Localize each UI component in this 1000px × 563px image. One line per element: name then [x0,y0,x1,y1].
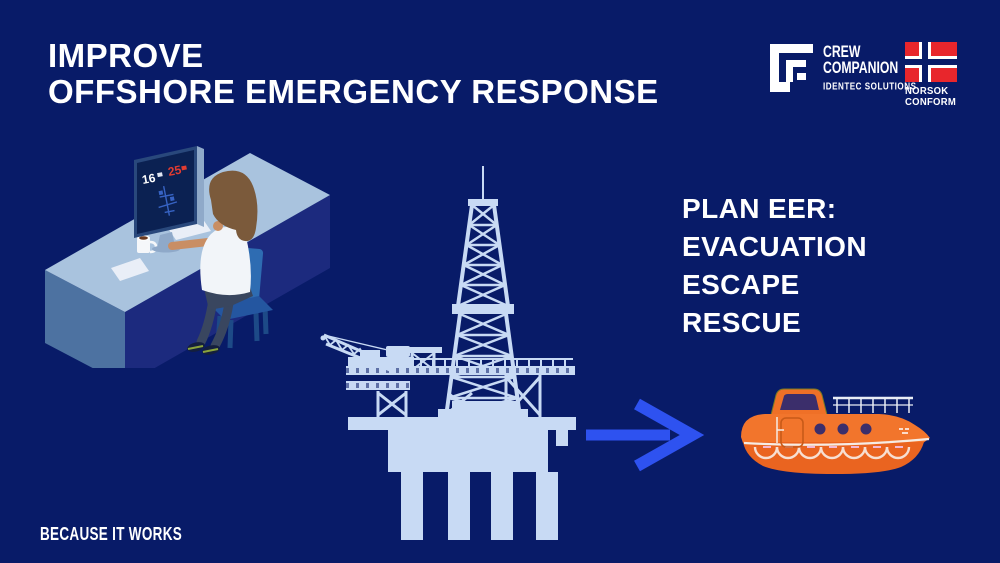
norsok-label: NORSOK CONFORM [905,86,962,108]
operator-woman [168,170,258,355]
flag-navy-horizontal [905,59,957,65]
derrick-upper [456,204,510,308]
plan-line-2: EVACUATION [682,231,867,262]
plan-eer-text: PLAN EER: EVACUATION ESCAPE RESCUE [682,190,867,342]
lifeboat-cockpit [770,388,828,416]
brand-name-line2: COMPANION [823,58,899,77]
crew-companion-logo: CREW COMPANION IDENTEC SOLUTIONS [770,42,917,93]
norsok-line1: NORSOK [905,86,949,97]
woman-hair [209,170,258,242]
crew-companion-text: CREW COMPANION IDENTEC SOLUTIONS [823,42,917,93]
tagline: BECAUSE IT WORKS [40,523,183,544]
flow-arrow-icon [586,398,705,472]
lifeboat-portholes [814,423,872,435]
lifeboat-bow-markings [899,428,909,434]
rig-solid-parts [346,199,576,540]
monitor-dashboard: 16 25 [141,163,187,216]
woman-shoes [187,342,220,355]
lifeboat-railing [833,396,913,413]
onboard-count: 16 [141,171,157,187]
crane [320,333,397,372]
lifeboat-illustration [741,388,930,474]
woman-neck [213,221,223,231]
woman-shirt [200,226,251,296]
crew-companion-icon [770,44,813,92]
lifeboat-door [776,417,804,448]
plan-line-3: ESCAPE [682,269,800,300]
woman-arm [168,238,212,250]
plan-line-4: RESCUE [682,307,802,338]
norway-flag-icon [905,42,957,82]
support-braces [376,375,542,417]
screen-rig-diagram [158,185,178,216]
plan-line-1: PLAN EER: [682,193,837,224]
monitor: 16 25 [134,146,204,253]
page-title: IMPROVE OFFSHORE EMERGENCY RESPONSE [48,38,659,110]
alert-count: 25 [167,163,183,179]
lifeboat-hull-upper [741,414,930,443]
lifeboat-waterline [743,437,930,446]
title-line-1: IMPROVE [48,37,204,74]
brand-name-line1: CREW [823,42,861,61]
brand-subtitle: IDENTEC SOLUTIONS [823,81,917,93]
oil-rig-illustration [320,166,576,540]
operator-desk-illustration: 16 25 [45,146,330,368]
norsok-line2: CONFORM [905,97,957,108]
derrick-lower [444,312,522,419]
title-line-2: OFFSHORE EMERGENCY RESPONSE [48,73,659,110]
norsok-badge: NORSOK CONFORM [905,42,965,108]
